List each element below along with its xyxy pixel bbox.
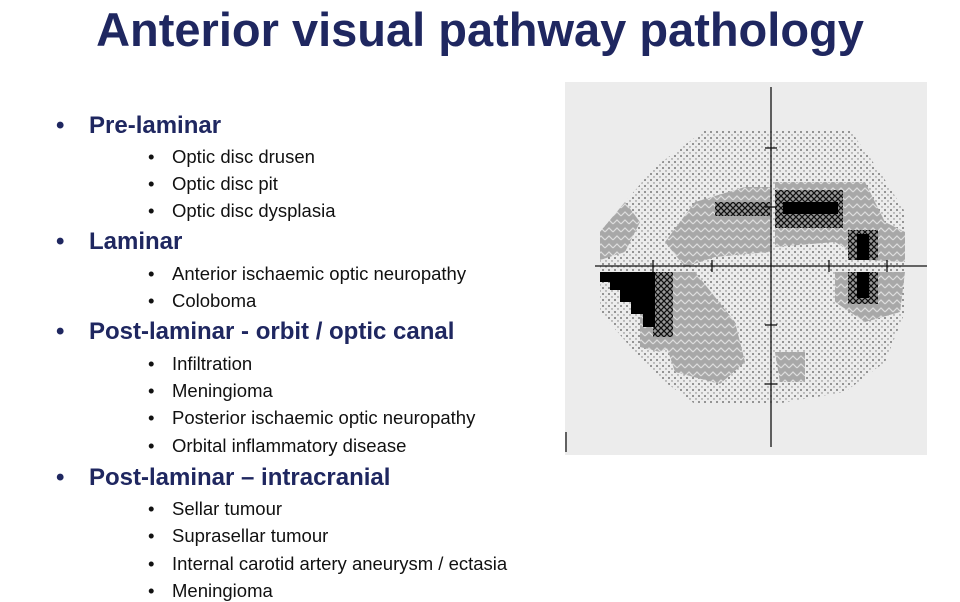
- item-text: Post-laminar – intracranial: [89, 464, 391, 491]
- bullet-marker: •: [148, 525, 155, 546]
- section-heading: • Post-laminar – intracranial: [56, 464, 390, 492]
- list-item: • Coloboma: [148, 290, 256, 312]
- item-text: Laminar: [89, 228, 183, 255]
- item-text: Infiltration: [172, 353, 253, 374]
- item-text: Optic disc dysplasia: [172, 200, 336, 221]
- list-item: • Optic disc pit: [148, 173, 278, 195]
- item-text: Posterior ischaemic optic neuropathy: [172, 407, 476, 428]
- bullet-marker: •: [56, 464, 65, 491]
- list-item: • Anterior ischaemic optic neuropathy: [148, 263, 466, 285]
- item-text: Anterior ischaemic optic neuropathy: [172, 263, 467, 284]
- item-text: Internal carotid artery aneurysm / ectas…: [172, 553, 508, 574]
- bullet-marker: •: [148, 200, 155, 221]
- list-item: • Optic disc dysplasia: [148, 200, 335, 222]
- bullet-marker: •: [148, 407, 155, 428]
- bullet-marker: •: [148, 290, 155, 311]
- list-item: • Posterior ischaemic optic neuropathy: [148, 407, 475, 429]
- item-text: Pre-laminar: [89, 112, 222, 139]
- section-heading: • Laminar: [56, 228, 182, 256]
- list-item: • Optic disc drusen: [148, 146, 315, 168]
- slide-title: Anterior visual pathway pathology: [96, 3, 864, 56]
- list-item: • Suprasellar tumour: [148, 525, 328, 547]
- item-text: Post-laminar - orbit / optic canal: [89, 318, 455, 345]
- list-item: • Meningioma: [148, 580, 273, 602]
- item-text: Meningioma: [172, 380, 273, 401]
- list-item: • Internal carotid artery aneurysm / ecta…: [148, 553, 507, 575]
- item-text: Coloboma: [172, 290, 257, 311]
- list-item: • Orbital inflammatory disease: [148, 435, 406, 457]
- bullet-marker: •: [148, 553, 155, 574]
- bullet-marker: •: [148, 380, 155, 401]
- section-heading: • Post-laminar - orbit / optic canal: [56, 318, 454, 346]
- item-text: Optic disc drusen: [172, 146, 315, 167]
- list-item: • Sellar tumour: [148, 498, 282, 520]
- absolute-defect-areas: [600, 190, 878, 337]
- item-text: Meningioma: [172, 580, 273, 601]
- field-test-area: [600, 130, 905, 404]
- bullet-marker: •: [148, 353, 155, 374]
- axes: [595, 87, 931, 447]
- bullet-marker: •: [56, 228, 65, 255]
- bullet-marker: •: [148, 146, 155, 167]
- section-heading: • Pre-laminar: [56, 112, 221, 140]
- bullet-marker: •: [148, 435, 155, 456]
- bullet-marker: •: [148, 263, 155, 284]
- bullet-marker: •: [148, 580, 155, 601]
- item-text: Sellar tumour: [172, 498, 283, 519]
- bullet-marker: •: [56, 112, 65, 139]
- list-item: • Meningioma: [148, 380, 273, 402]
- item-text: Optic disc pit: [172, 173, 278, 194]
- list-item: • Infiltration: [148, 353, 252, 375]
- bullet-marker: •: [148, 498, 155, 519]
- item-text: Suprasellar tumour: [172, 525, 329, 546]
- visual-field-greyscale-plot: [565, 82, 931, 455]
- bullet-marker: •: [148, 173, 155, 194]
- item-text: Orbital inflammatory disease: [172, 435, 407, 456]
- bullet-marker: •: [56, 318, 65, 345]
